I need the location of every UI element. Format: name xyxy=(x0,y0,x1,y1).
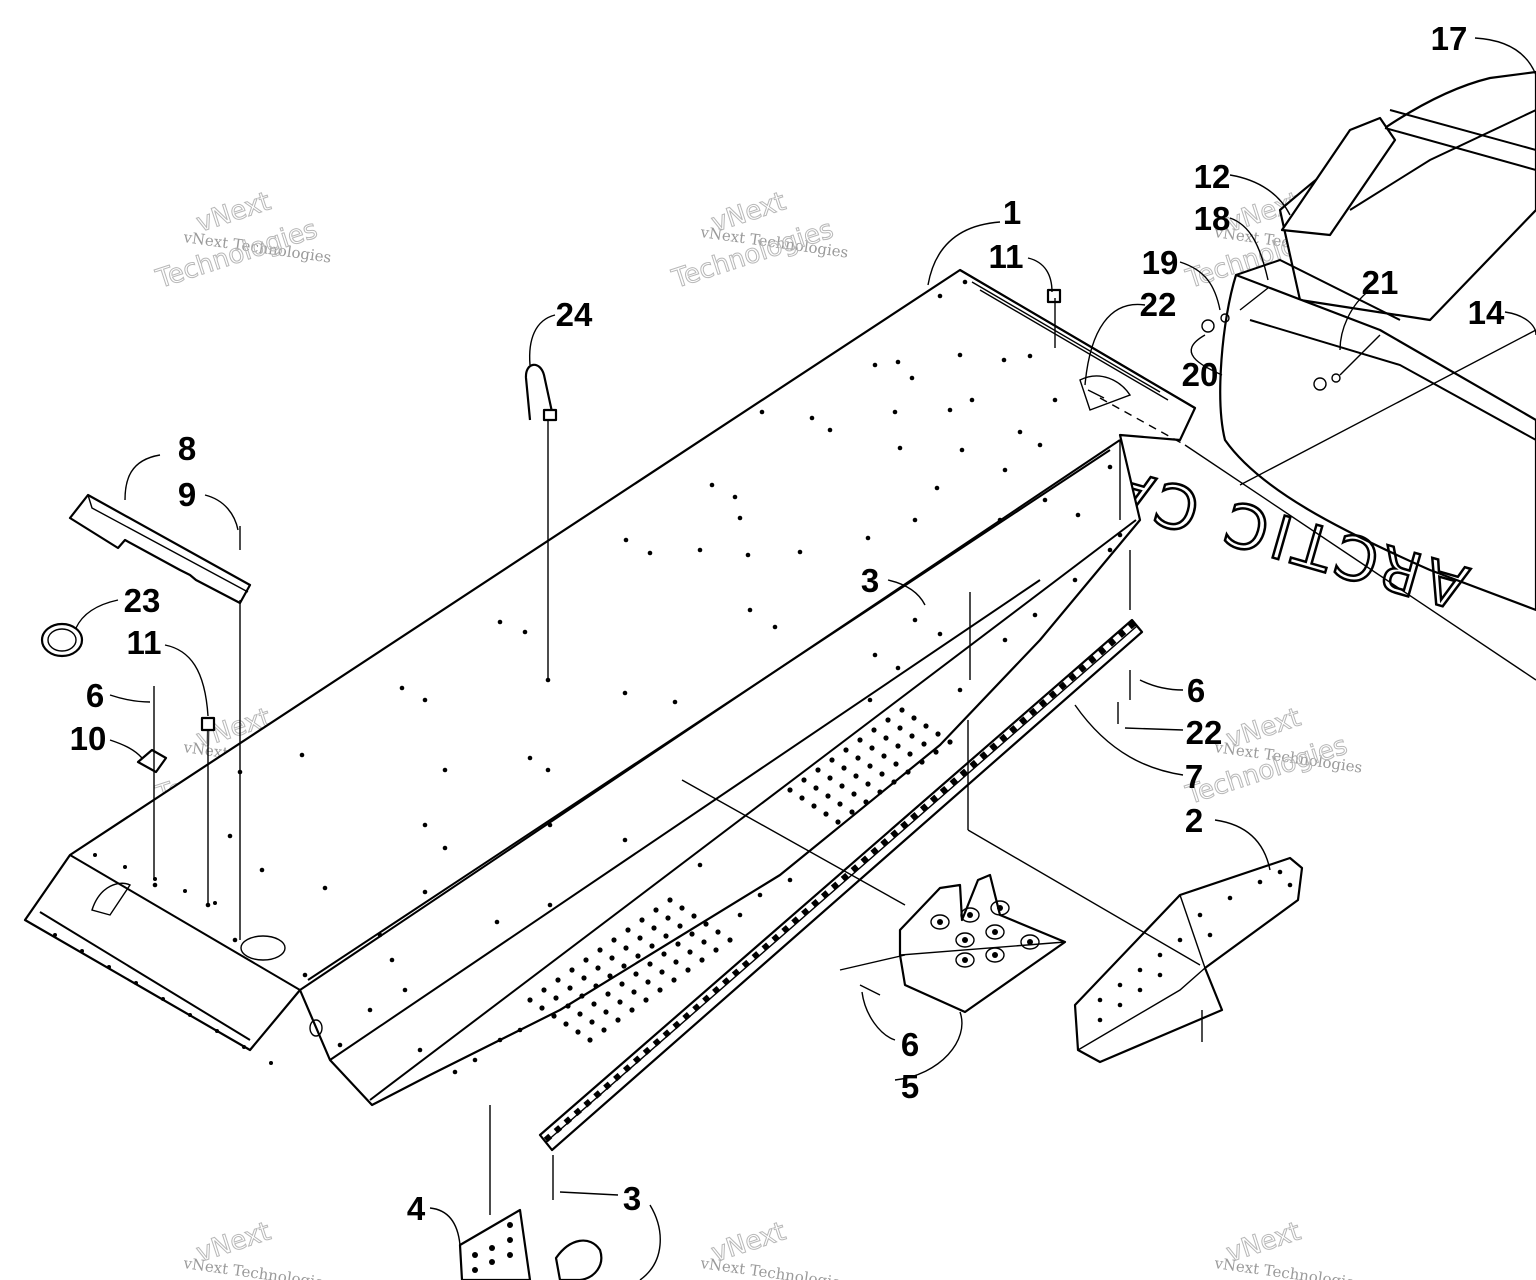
callout-leaders xyxy=(75,37,1536,1280)
watermark-7: vNext Technologies vNext xyxy=(181,1216,332,1280)
callout-11-top: 11 xyxy=(989,238,1024,275)
callout-10: 10 xyxy=(70,720,107,757)
plug-part-11-top xyxy=(1046,288,1062,304)
gusset-part-2 xyxy=(1073,856,1304,1064)
watermark-9: vNext Technologies vNext xyxy=(1212,1216,1363,1280)
callout-24: 24 xyxy=(556,296,593,333)
bracket-part-8 xyxy=(68,493,252,605)
slide-rail-part-7 xyxy=(538,618,1144,1152)
rear-bumper-assembly: ARCTIC CAT xyxy=(1059,70,1536,623)
callout-12: 12 xyxy=(1194,158,1231,195)
rivet-part-6-bottom xyxy=(859,984,881,996)
callout-22-bottom: 22 xyxy=(1186,714,1223,751)
watermark-2: vNext Technologies vNext Technologies xyxy=(667,186,849,295)
snow-flap xyxy=(1219,273,1536,612)
callout-2: 2 xyxy=(1185,802,1203,839)
callout-4: 4 xyxy=(407,1190,426,1227)
watermark-8: vNext Technologies vNext xyxy=(698,1216,849,1280)
callout-8: 8 xyxy=(178,430,196,467)
bolt-part-22-upper xyxy=(1087,389,1105,399)
callout-3-top: 3 xyxy=(861,562,879,599)
callout-20: 20 xyxy=(1182,356,1219,393)
tunnel-vent-hole xyxy=(240,935,286,961)
nut-part-10 xyxy=(136,748,168,774)
callout-22-top: 22 xyxy=(1140,286,1177,323)
callout-21: 21 xyxy=(1362,264,1399,301)
callout-11-left: 11 xyxy=(127,624,162,661)
callout-18: 18 xyxy=(1194,200,1231,237)
callout-9: 9 xyxy=(178,476,196,513)
callout-7: 7 xyxy=(1185,758,1203,795)
plate-part-4 xyxy=(458,1208,603,1280)
assembly-lines xyxy=(153,298,1536,1215)
callout-19: 19 xyxy=(1142,244,1179,281)
plug-part-11-left xyxy=(200,716,216,732)
callout-23: 23 xyxy=(124,582,161,619)
tunnel-part-1 xyxy=(23,268,1197,1107)
tunnel-flap-slot xyxy=(91,882,132,916)
nut-20 xyxy=(1313,377,1327,391)
callout-14: 14 xyxy=(1468,294,1505,331)
callout-5: 5 xyxy=(901,1068,919,1105)
callout-6-right: 6 xyxy=(1187,672,1205,709)
bracket-part-5 xyxy=(898,873,1067,1014)
callout-6-bottom: 6 xyxy=(901,1026,919,1063)
nut-19 xyxy=(1201,319,1215,333)
callout-1: 1 xyxy=(1003,194,1021,231)
callout-3-bottom: 3 xyxy=(623,1180,641,1217)
callout-17: 17 xyxy=(1431,20,1468,57)
callout-labels: 1 2 3 3 4 5 6 6 6 7 8 9 10 11 11 12 14 1… xyxy=(70,20,1505,1227)
clip-part-24 xyxy=(524,363,554,421)
callout-6-left: 6 xyxy=(86,677,104,714)
hardware xyxy=(40,288,1131,1200)
watermark-1: vNext Technologies vNext Technologies xyxy=(151,186,332,295)
